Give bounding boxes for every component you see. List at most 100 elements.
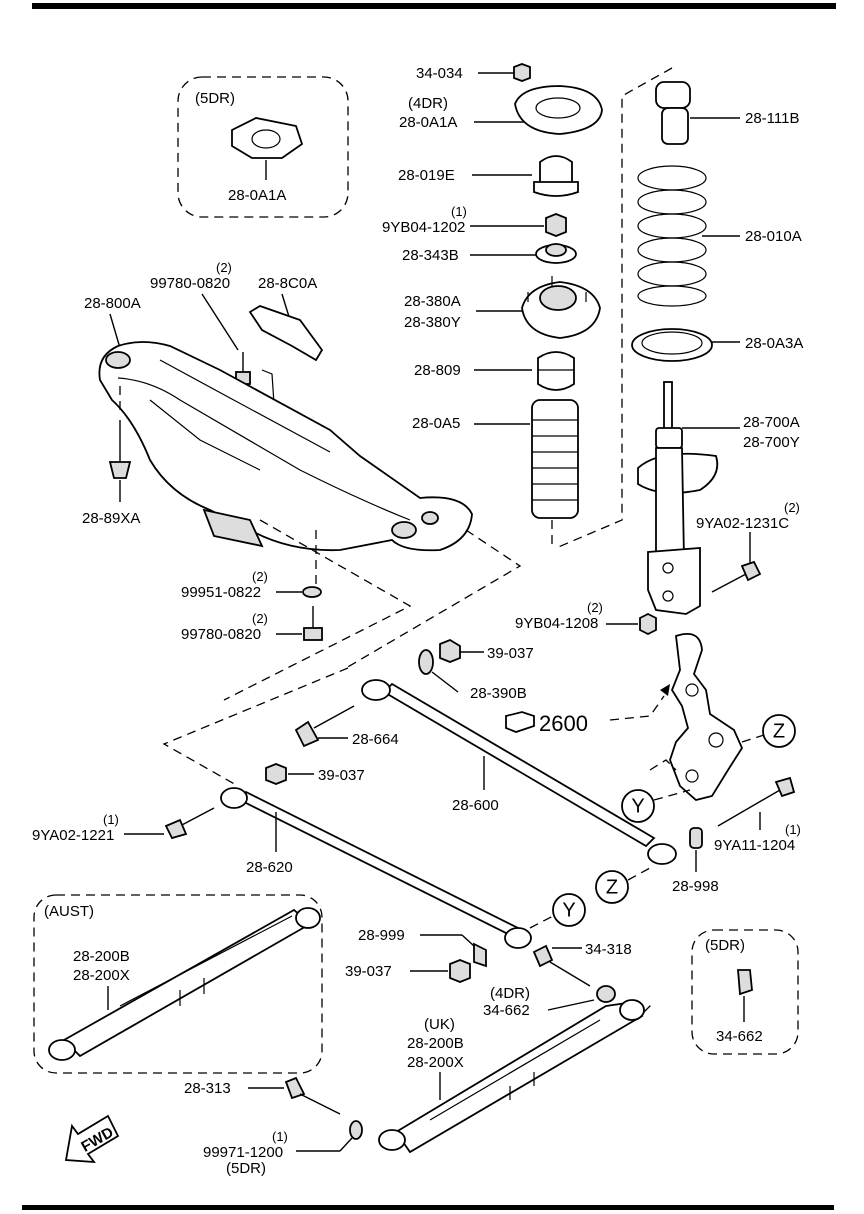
label-34-662-b: 34-662 <box>716 1028 763 1045</box>
label-28-390b: 28-390B <box>470 685 527 702</box>
label-qty-9yb04-1202: (1) <box>451 204 467 219</box>
bolt-28-664 <box>294 705 355 748</box>
label-qty-99951: (2) <box>252 569 268 584</box>
trailing-link-aust <box>48 907 321 1061</box>
variant-label-5dr: (5DR) <box>195 90 235 107</box>
marker-y-lower: Y <box>552 893 586 927</box>
label-9ya11-1204: 9YA11-1204 <box>714 837 795 854</box>
label-28-999: 28-999 <box>358 927 405 944</box>
pointing-hand-icon <box>505 711 535 733</box>
label-28-380y: 28-380Y <box>404 314 461 331</box>
fwd-arrow-icon: FWD <box>64 1114 120 1164</box>
label-28-380a: 28-380A <box>404 293 461 310</box>
label-28-8c0a: 28-8C0A <box>258 275 317 292</box>
label-28-809: 28-809 <box>414 362 461 379</box>
spring-seat-part <box>631 328 713 362</box>
label-qty-99780-bot: (2) <box>252 611 268 626</box>
label-28-0a3a: 28-0A3A <box>745 335 803 352</box>
variant-box-5dr-bottom <box>691 929 799 1055</box>
marker-z-upper: Z <box>762 714 796 748</box>
label-5dr-bot: (5DR) <box>226 1160 266 1177</box>
label-qty-9ya02-1221: (1) <box>103 812 119 827</box>
label-28-664: 28-664 <box>352 731 399 748</box>
label-28-313: 28-313 <box>184 1080 231 1097</box>
trailing-link-uk <box>378 999 645 1154</box>
label-28-0a5: 28-0A5 <box>412 415 460 432</box>
mount-plate-part <box>231 117 304 159</box>
washer-28-343b <box>535 243 577 264</box>
label-qty-99971: (1) <box>272 1129 288 1144</box>
label-99971-1200: 99971-1200 <box>203 1144 283 1161</box>
upper-mount-plate-4dr <box>514 85 603 135</box>
label-28-200b-aust: 28-200B <box>73 948 130 965</box>
strut-mount-part <box>521 276 601 339</box>
label-99780-0820-top: 99780-0820 <box>150 275 230 292</box>
bolt-28-89xa <box>108 420 132 479</box>
svg-text:2600: 2600 <box>539 711 588 736</box>
label-34-034: 34-034 <box>416 65 463 82</box>
label-4dr-top: (4DR) <box>408 95 448 112</box>
label-qty-9ya02-1231c: (2) <box>784 500 800 515</box>
bolt-9ya11-1204 <box>717 776 796 827</box>
bolt-34-318 <box>532 944 591 987</box>
label-99780-0820-bot: 99780-0820 <box>181 626 261 643</box>
label-39-037-c: 39-037 <box>345 963 392 980</box>
label-34-662-a: 34-662 <box>483 1002 530 1019</box>
label-qty-9yb04-1208: (2) <box>587 600 603 615</box>
bound-stopper-part <box>537 351 575 391</box>
label-28-620: 28-620 <box>246 859 293 876</box>
label-qty-99780-top: (2) <box>216 260 232 275</box>
bracket-34-662 <box>737 969 753 996</box>
washer-99951-0822 <box>302 586 322 598</box>
label-28-019e: 28-019E <box>398 167 455 184</box>
nut-34-034 <box>513 63 531 82</box>
bushing-34-662 <box>596 985 616 1003</box>
label-28-800a: 28-800A <box>84 295 141 312</box>
label-28-600: 28-600 <box>452 797 499 814</box>
variant-box-5dr-top <box>177 76 349 218</box>
label-28-700a: 28-700A <box>743 414 800 431</box>
nut-39-037-b <box>265 763 287 785</box>
label-34-318: 34-318 <box>585 941 632 958</box>
lateral-link-28-600 <box>361 679 677 865</box>
label-9ya02-1231c: 9YA02-1231C <box>696 515 789 532</box>
label-39-037-a: 39-037 <box>487 645 534 662</box>
bolt-9ya02-1221 <box>164 807 215 840</box>
label-5dr-box2: (5DR) <box>705 937 745 954</box>
label-28-200x-uk: 28-200X <box>407 1054 464 1071</box>
svg-text:Z: Z <box>606 876 618 898</box>
label-uk: (UK) <box>424 1016 455 1033</box>
variant-box-aust <box>33 894 323 1074</box>
label-28-200x-aust: 28-200X <box>73 967 130 984</box>
bump-stopper-part <box>533 155 579 197</box>
marker-z-lower: Z <box>595 870 629 904</box>
svg-text:Y: Y <box>562 899 575 921</box>
washer-28-998 <box>689 827 703 849</box>
dust-boot-part <box>531 399 579 519</box>
spring-seat-rubber-part <box>655 81 691 145</box>
lateral-link-28-620 <box>220 787 532 949</box>
label-28-89xa: 28-89XA <box>82 510 140 527</box>
label-4dr-bot: (4DR) <box>490 985 530 1002</box>
nut-9yb04-1208 <box>639 612 657 636</box>
label-28-0a1a-top: 28-0A1A <box>399 114 457 131</box>
nut-39-037-a <box>439 638 461 663</box>
label-28-010a: 28-010A <box>745 228 802 245</box>
label-28-200b-uk: 28-200B <box>407 1035 464 1052</box>
crossmember-part <box>98 341 473 552</box>
bolt-28-313 <box>284 1076 341 1115</box>
label-39-037-b: 39-037 <box>318 767 365 784</box>
label-aust: (AUST) <box>44 903 94 920</box>
shock-absorber-part <box>637 381 719 615</box>
svg-text:Z: Z <box>773 720 785 742</box>
bolt-9ya02-1231c <box>711 560 762 593</box>
label-99951-0822: 99951-0822 <box>181 584 261 601</box>
knuckle-part <box>669 632 744 801</box>
label-28-0a1a-box: 28-0A1A <box>228 187 286 204</box>
bolt-99780-bot <box>303 606 323 641</box>
bottom-border <box>22 1205 834 1210</box>
reference-2600: 2600 <box>505 711 588 736</box>
washer-28-999 <box>473 942 487 968</box>
label-9yb04-1208: 9YB04-1208 <box>515 615 598 632</box>
